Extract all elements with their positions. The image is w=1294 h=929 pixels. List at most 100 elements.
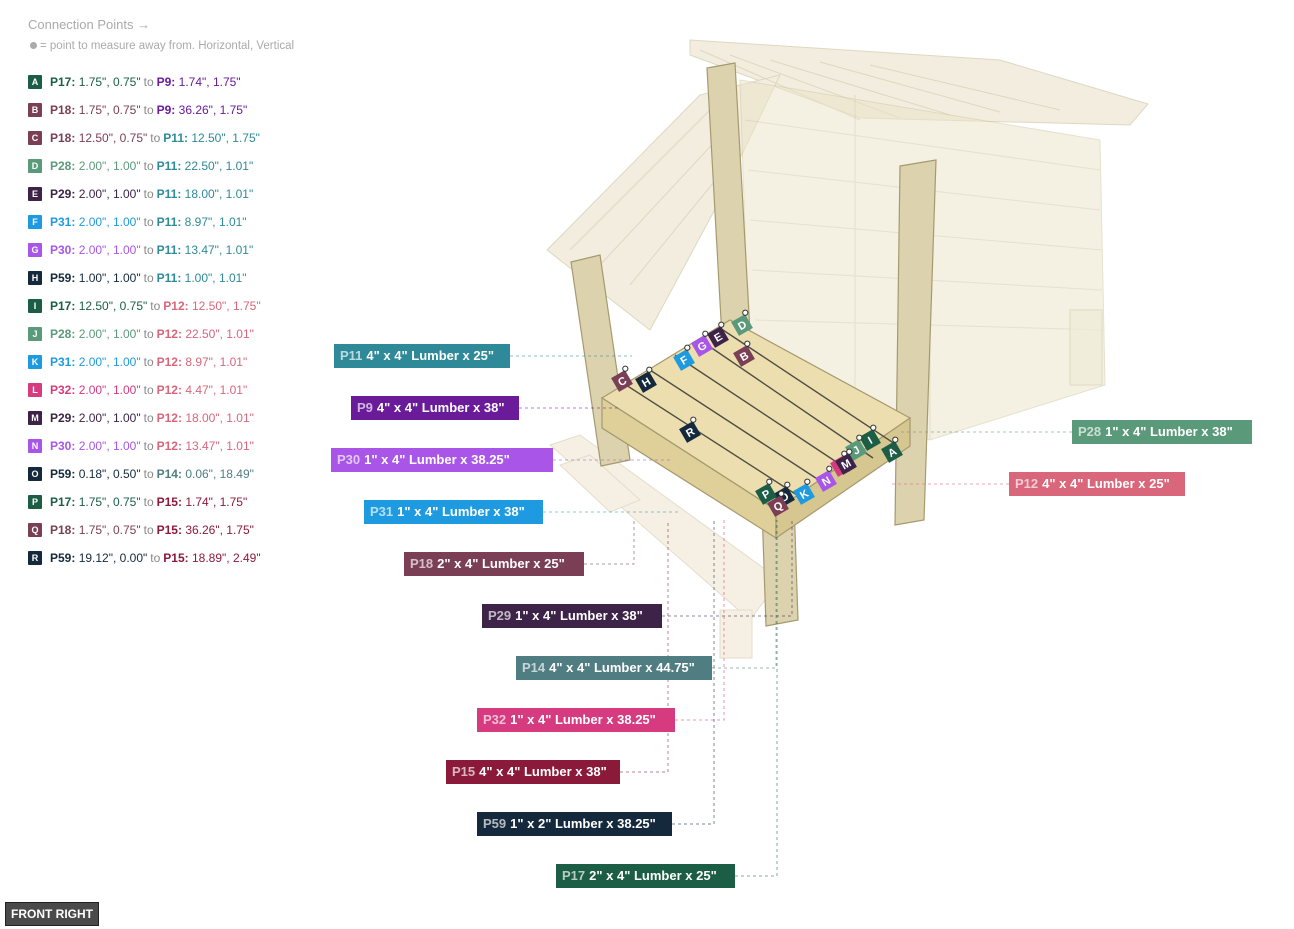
to-values: 18.00", 1.01" xyxy=(185,411,254,425)
to-values: 1.74", 1.75" xyxy=(185,495,248,509)
measure-point-icon xyxy=(684,344,691,351)
to-word: to xyxy=(150,551,161,565)
part-desc: 1" x 4" Lumber x 38" xyxy=(1105,424,1233,439)
connection-markers[interactable]: ABCDEFGHIJKLMNOPQR xyxy=(609,309,906,517)
from-part: P18: xyxy=(50,131,76,145)
part-id: P32 xyxy=(483,712,507,727)
marker-i: I xyxy=(859,424,881,451)
to-part: P15: xyxy=(156,523,182,537)
to-word: to xyxy=(143,271,154,285)
to-values: 4.47", 1.01" xyxy=(185,383,248,397)
from-part: P31: xyxy=(50,355,76,369)
to-part: P15: xyxy=(163,551,189,565)
leader-line-p32 xyxy=(675,520,725,721)
to-values: 13.47", 1.01" xyxy=(185,439,254,453)
deck-boards xyxy=(625,327,896,498)
from-part: P17: xyxy=(50,495,76,509)
marker-r: R xyxy=(679,416,701,443)
marker-letter: J xyxy=(851,444,862,457)
to-values: 36.26", 1.75" xyxy=(178,103,248,117)
to-word: to xyxy=(143,411,154,425)
to-values: 12.50", 1.75" xyxy=(191,131,260,145)
to-values: 22.50", 1.01" xyxy=(185,327,254,341)
to-word: to xyxy=(143,75,154,89)
marker-b: B xyxy=(733,340,755,367)
from-part: P59: xyxy=(50,551,76,565)
to-word: to xyxy=(143,187,154,201)
connection-badge: E xyxy=(28,187,42,201)
marker-c: C xyxy=(611,365,633,392)
marker-k: K xyxy=(793,478,815,505)
connection-badge: J xyxy=(28,327,42,341)
part-desc: 4" x 4" Lumber x 25" xyxy=(366,348,495,363)
part-id: P30 xyxy=(337,452,361,467)
marker-q: Q xyxy=(767,490,789,517)
to-part: P12: xyxy=(156,439,182,453)
from-values: 12.50", 0.75" xyxy=(78,131,148,145)
marker-f: F xyxy=(673,344,695,371)
connection-badge: N xyxy=(28,439,42,453)
from-values: 1.00", 1.00" xyxy=(78,271,141,285)
measure-point-icon xyxy=(778,490,785,497)
measure-point-icon xyxy=(856,434,863,441)
to-values: 0.06", 18.49" xyxy=(185,467,254,481)
ground-skids xyxy=(549,309,1103,659)
part-id: P18 xyxy=(410,556,434,571)
from-part: P29: xyxy=(50,411,76,425)
to-word: to xyxy=(150,131,161,145)
from-part: P28: xyxy=(50,159,76,173)
part-desc: 4" x 4" Lumber x 25" xyxy=(1042,476,1170,491)
connection-badge: G xyxy=(28,243,42,257)
from-part: P18: xyxy=(50,103,76,117)
to-part: P11: xyxy=(156,187,182,201)
part-id: P9 xyxy=(357,400,373,415)
to-values: 36.26", 1.75" xyxy=(185,523,254,537)
from-values: 2.00", 1.00" xyxy=(78,383,141,397)
measure-point-icon xyxy=(784,481,791,488)
marker-g: G xyxy=(691,330,713,357)
leader-line-p15 xyxy=(620,520,669,773)
to-values: 8.97", 1.01" xyxy=(185,355,248,369)
view-label[interactable]: FRONT RIGHT xyxy=(5,902,99,926)
connection-badge: I xyxy=(28,299,42,313)
part-id: P17 xyxy=(562,868,586,883)
leader-line-p14 xyxy=(712,520,777,669)
marker-letter: I xyxy=(866,435,875,447)
to-part: P11: xyxy=(156,271,182,285)
part-id: P12 xyxy=(1015,476,1039,491)
connection-badge: M xyxy=(28,411,42,425)
to-values: 18.00", 1.01" xyxy=(184,187,254,201)
